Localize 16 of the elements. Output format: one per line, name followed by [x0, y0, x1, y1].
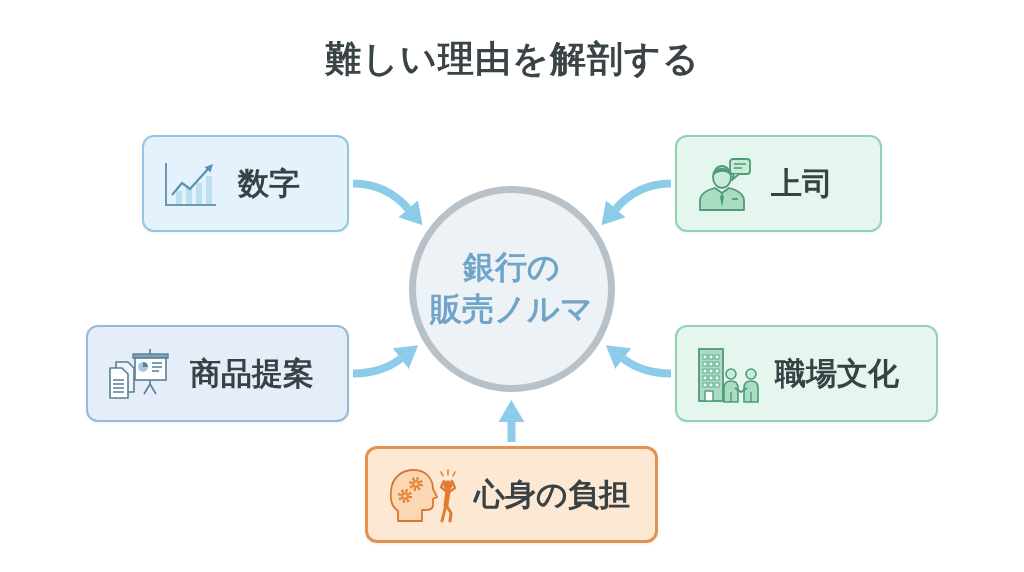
factor-label: 上司: [771, 164, 833, 203]
diagram-title: 難しい理由を解剖する: [324, 37, 700, 81]
curved-arrow: [352, 345, 419, 378]
curved-arrow: [605, 345, 672, 378]
factor-label: 数字: [238, 164, 300, 203]
factor-label: 職場文化: [775, 354, 899, 393]
factor-card: [142, 135, 349, 232]
factor-label: 心身の負担: [474, 475, 630, 514]
factor-label: 商品提案: [190, 354, 314, 393]
factor-card: [675, 325, 938, 422]
factor-card: [365, 446, 658, 543]
factor-card: [675, 135, 882, 232]
factor-card: [86, 325, 349, 422]
center-label: 銀行の販売ノルマ: [428, 247, 595, 330]
curved-arrow: [600, 179, 672, 225]
curved-arrow: [352, 179, 424, 225]
